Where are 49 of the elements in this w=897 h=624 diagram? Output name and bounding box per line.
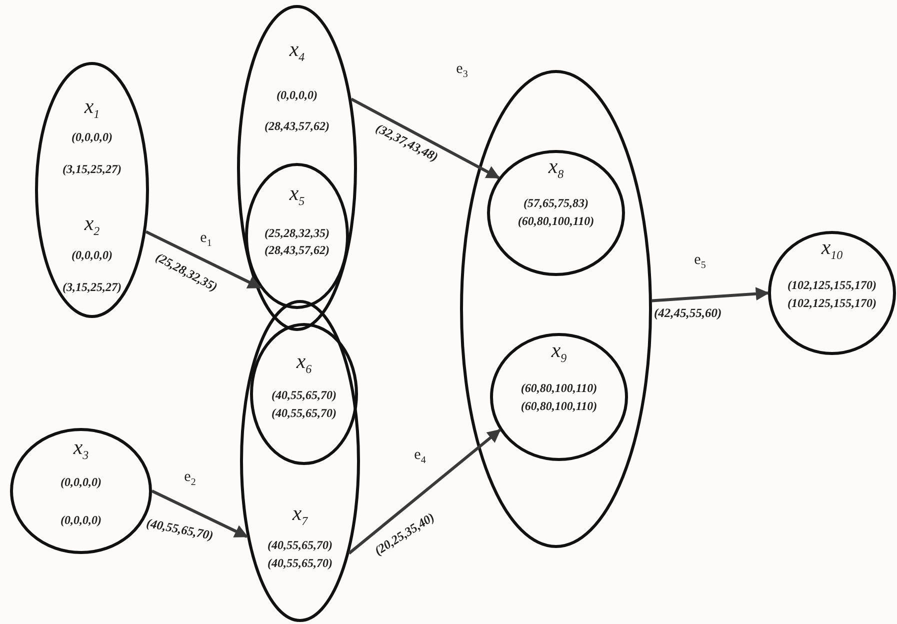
edge-label: e$_{1}$ <box>200 230 212 251</box>
fuzzy-number: (3,15,25,27) <box>62 162 122 176</box>
node-name: x$_{3}$ <box>73 436 89 464</box>
fuzzy-number: (40,55,65,70) <box>268 538 332 552</box>
node-name: x$_{2}$ <box>84 212 100 240</box>
node-name: x$_{1}$ <box>84 95 100 124</box>
ellipse-node <box>487 150 625 276</box>
edge-label: e$_{5}$ <box>694 252 706 273</box>
fuzzy-number: (40,55,65,70) <box>272 388 336 402</box>
arrow <box>151 490 248 538</box>
fuzzy-number: (60,80,100,110) <box>518 214 594 228</box>
fuzzy-number: (60,80,100,110) <box>520 381 598 395</box>
fuzzy-number: (28,43,57,62) <box>264 243 330 257</box>
fuzzy-number: (25,28,32,35) <box>264 226 330 240</box>
fuzzy-number: (57,65,75,83) <box>524 196 588 210</box>
fuzzy-number: (102,125,155,170) <box>788 296 876 310</box>
node-name: x$_{6}$ <box>296 350 312 378</box>
fuzzy-number: (0,0,0,0) <box>72 130 112 144</box>
fuzzy-number: (0,0,0,0) <box>72 248 112 262</box>
arrow <box>348 428 501 554</box>
edge-label: e$_{4}$ <box>414 447 426 468</box>
fuzzy-number: (60,80,100,110) <box>520 399 598 413</box>
fuzzy-number: (3,15,25,27) <box>62 280 122 294</box>
edge-weight: (42,45,55,60) <box>654 306 722 320</box>
fuzzy-number: (102,125,155,170) <box>788 278 876 292</box>
ellipse-node <box>768 231 896 355</box>
fuzzy-number: (0,0,0,0) <box>60 475 102 489</box>
fuzzy-number: (28,43,57,62) <box>264 119 330 133</box>
ellipse-node <box>240 300 360 622</box>
fuzzy-number: (40,55,65,70) <box>268 556 332 570</box>
node-name: x$_{4}$ <box>289 38 305 66</box>
edge-label: e$_{2}$ <box>184 469 196 490</box>
arrow <box>652 287 770 302</box>
edge-label: e$_{3}$ <box>456 61 468 82</box>
node-name: x$_{9}$ <box>551 339 567 368</box>
ellipse-node <box>250 323 358 465</box>
arrow <box>145 230 262 289</box>
fuzzy-number: (0,0,0,0) <box>60 513 102 527</box>
ellipse-node <box>237 5 357 331</box>
ellipse-node <box>35 62 149 318</box>
ellipse-node <box>245 163 349 309</box>
node-name: x$_{7}$ <box>292 502 308 530</box>
arrow <box>350 98 500 180</box>
node-name: x$_{8}$ <box>548 155 564 184</box>
fuzzy-number: (40,55,65,70) <box>272 406 336 420</box>
node-name: x$_{10}$ <box>821 236 843 264</box>
node-name: x$_{5}$ <box>289 182 305 210</box>
ellipse-node <box>490 333 628 461</box>
fuzzy-number: (0,0,0,0) <box>276 88 318 102</box>
